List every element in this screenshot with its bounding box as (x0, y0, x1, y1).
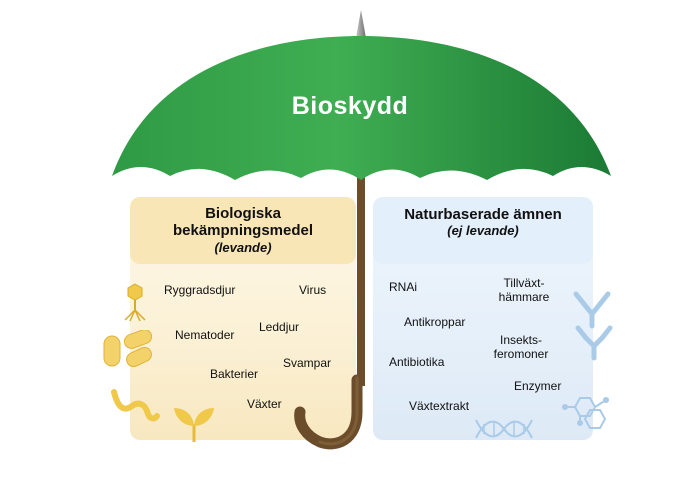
biological-pesticides-header: Biologiska bekämpningsmedel (levande) (130, 197, 356, 264)
antibody-icon (573, 291, 613, 361)
biological-pesticides-panel: Biologiska bekämpningsmedel (levande) (130, 197, 356, 440)
umbrella-canopy (112, 36, 611, 180)
molecule-icon (562, 397, 609, 429)
item-insektsferomoner-line2: feromoner (493, 347, 549, 361)
natural-substances-title: Naturbaserade ämnen (404, 206, 562, 223)
umbrella-shaft (357, 176, 365, 386)
item-ryggradsdjur: Ryggradsdjur (164, 283, 236, 297)
biological-pesticides-subtitle: (levande) (214, 240, 272, 255)
umbrella-tip (356, 10, 366, 38)
item-tillvaxthammare-line1: Tillväxt- (503, 276, 545, 290)
item-tillvaxthammare: Tillväxt- hämmare (490, 276, 558, 304)
nematode-icon (111, 389, 160, 422)
item-vaxtextrakt: Växtextrakt (409, 399, 470, 413)
item-svampar: Svampar (283, 356, 332, 370)
biological-pesticides-title-line2: bekämpningsmedel (172, 222, 314, 239)
item-vaxter: Växter (247, 397, 282, 411)
dna-icon (475, 419, 533, 439)
item-antibiotika: Antibiotika (389, 355, 445, 369)
item-insektsferomoner: Insekts- feromoner (485, 333, 557, 361)
item-rnai: RNAi (389, 280, 418, 294)
biological-pesticides-title-line1: Biologiska (205, 205, 281, 222)
item-bakterier: Bakterier (210, 367, 259, 381)
umbrella-title: Bioskydd (291, 92, 409, 120)
natural-substances-header: Naturbaserade ämnen (ej levande) (373, 197, 593, 264)
bacteria-icon (103, 330, 153, 368)
item-virus: Virus (299, 283, 327, 297)
natural-substances-subtitle: (ej levande) (447, 223, 519, 238)
item-nematoder: Nematoder (175, 328, 235, 342)
umbrella-handle (294, 374, 363, 450)
item-antikroppar: Antikroppar (404, 315, 466, 329)
item-tillvaxthammare-line2: hämmare (498, 290, 550, 304)
item-leddjur: Leddjur (259, 320, 300, 334)
item-enzymer: Enzymer (514, 379, 562, 393)
natural-substances-panel: Naturbaserade ämnen (ej levande) (373, 197, 593, 440)
item-insektsferomoner-line1: Insekts- (499, 333, 542, 347)
plant-icon (174, 408, 214, 442)
virus-icon (124, 283, 146, 322)
